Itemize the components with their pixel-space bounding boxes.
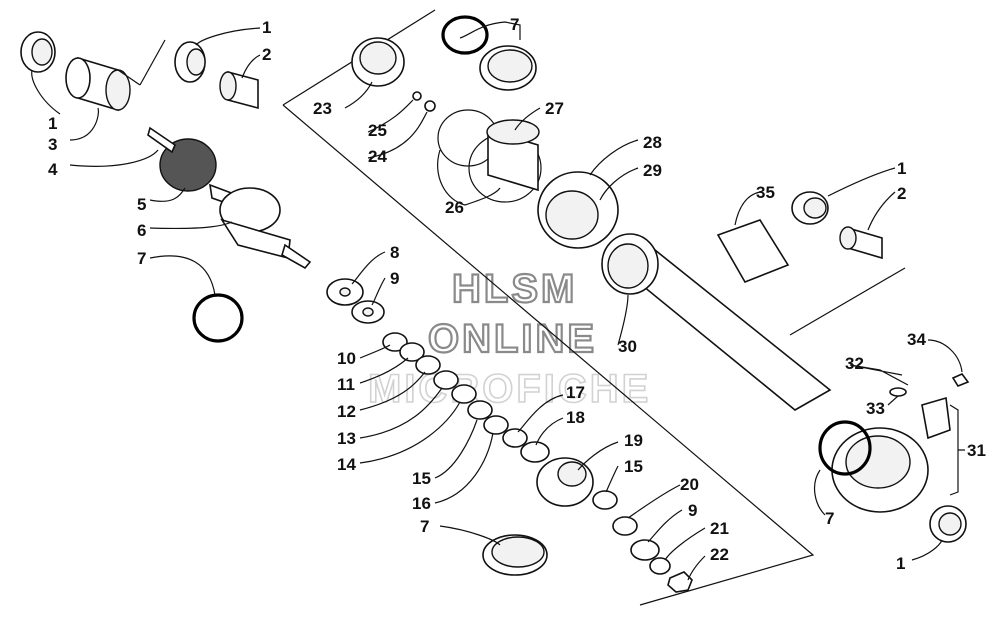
callout-1-bushing-left: 1 — [48, 114, 57, 133]
callout-5-shaft: 5 — [137, 195, 146, 214]
callout-2-spacer: 2 — [262, 45, 271, 64]
spacer-right — [839, 226, 883, 260]
callout-12: 12 — [337, 402, 356, 421]
shim-stack — [382, 332, 550, 463]
callout-22: 22 — [710, 545, 729, 564]
washer-9b — [630, 539, 660, 561]
valve-core — [424, 100, 436, 112]
callout-21: 21 — [710, 519, 729, 538]
callout-6-shaft-body: 6 — [137, 221, 146, 240]
callout-28: 28 — [643, 133, 662, 152]
heat-shield — [716, 219, 790, 283]
callout-23: 23 — [313, 99, 332, 118]
screw-34 — [951, 373, 970, 387]
callout-29: 29 — [643, 161, 662, 180]
assembly-outline-bottom — [282, 104, 815, 606]
callout-1-lower-right: 1 — [896, 554, 905, 573]
spacer-upper — [219, 70, 259, 110]
washer-20 — [612, 516, 638, 536]
reservoir-cap — [351, 37, 405, 87]
piston-band — [482, 534, 548, 576]
callout-25: 25 — [368, 121, 387, 140]
callout-27: 27 — [545, 99, 564, 118]
callout-34: 34 — [907, 330, 926, 349]
callout-13: 13 — [337, 429, 356, 448]
shock-body — [601, 233, 832, 411]
callout-1-right: 1 — [897, 159, 906, 178]
callout-20: 20 — [680, 475, 699, 494]
callout-7-piston-band: 7 — [420, 517, 429, 536]
shim-15b — [592, 490, 618, 510]
callout-8: 8 — [390, 243, 399, 262]
bushing-left — [20, 31, 56, 73]
callout-30: 30 — [618, 337, 637, 356]
callout-19: 19 — [624, 431, 643, 450]
o-ring-left — [192, 293, 244, 343]
o-ring-small — [412, 91, 422, 101]
callout-7-top: 7 — [510, 15, 519, 34]
callout-11: 11 — [337, 375, 355, 394]
piston — [536, 457, 594, 507]
watermark-line-3: MICROFICHE — [368, 367, 651, 411]
callout-9-lower: 9 — [688, 501, 697, 520]
collar — [486, 119, 540, 192]
callout-31: 31 — [967, 441, 986, 460]
callout-32: 32 — [845, 354, 864, 373]
bushing-right — [791, 191, 829, 225]
callout-1-bushing: 1 — [262, 18, 271, 37]
wear-band-top — [479, 45, 537, 91]
reservoir-end — [831, 427, 929, 513]
callout-18: 18 — [566, 408, 585, 427]
washer-21 — [649, 557, 671, 575]
callout-2-right: 2 — [897, 184, 906, 203]
spring-adjuster — [537, 171, 619, 249]
callout-9: 9 — [390, 269, 399, 288]
callout-14: 14 — [337, 455, 356, 474]
fitting-33 — [921, 396, 951, 440]
o-ring-right — [818, 420, 872, 476]
callout-15-right: 15 — [624, 457, 643, 476]
callout-33: 33 — [866, 399, 885, 418]
callout-3-sleeve: 3 — [48, 135, 57, 154]
callout-7-right: 7 — [825, 509, 834, 528]
o-ring-33 — [889, 387, 907, 397]
callout-10: 10 — [337, 349, 356, 368]
shaft-body — [219, 187, 312, 270]
leader-lines — [31, 21, 965, 581]
assembly-outline-right — [789, 267, 906, 336]
callout-15-left: 15 — [412, 469, 431, 488]
bushing-upper — [174, 41, 206, 83]
callout-35: 35 — [756, 183, 775, 202]
callout-16: 16 — [412, 494, 431, 513]
nut-22 — [667, 571, 693, 593]
sleeve-left — [65, 56, 131, 112]
watermark-line-1: HLSM — [452, 267, 577, 311]
callout-7-o-ring-left: 7 — [137, 249, 146, 268]
callout-24: 24 — [368, 147, 387, 166]
callout-4-eyelet: 4 — [48, 160, 58, 179]
o-ring-top — [441, 15, 489, 55]
watermark-line-2: ONLINE — [428, 317, 597, 361]
callout-17: 17 — [566, 383, 585, 402]
bushing-lower-right — [929, 505, 967, 543]
callout-26: 26 — [445, 198, 464, 217]
